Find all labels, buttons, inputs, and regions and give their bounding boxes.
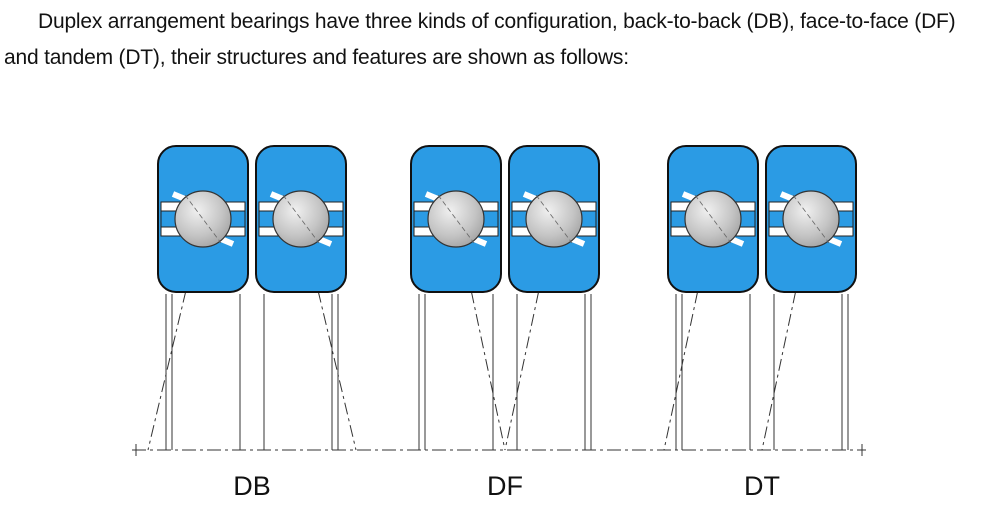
- label-df: DF: [487, 471, 523, 501]
- db-left-bearing: [158, 146, 248, 292]
- df-right-bearing: [509, 146, 599, 292]
- bearing-diagram-area: DB DF: [0, 115, 1000, 515]
- dt-right-bearing: [766, 146, 856, 292]
- description-line-2: and tandem (DT), their structures and fe…: [4, 46, 629, 69]
- dt-configuration: DT: [663, 146, 856, 501]
- description-line-1: Duplex arrangement bearings have three k…: [38, 10, 956, 33]
- df-shaft-lines: [418, 294, 592, 450]
- axis-centerline: [132, 444, 866, 456]
- db-shaft-lines: [165, 294, 339, 450]
- label-dt: DT: [744, 471, 780, 501]
- db-right-bearing: [256, 146, 346, 292]
- description-paragraph: Duplex arrangement bearings have three k…: [4, 4, 994, 76]
- df-configuration: DF: [411, 146, 599, 501]
- label-db: DB: [233, 471, 271, 501]
- db-configuration: DB: [147, 146, 357, 501]
- dt-shaft-lines: [675, 294, 849, 450]
- bearing-diagram-svg: DB DF: [132, 115, 866, 501]
- df-left-bearing: [411, 146, 501, 292]
- dt-left-bearing: [668, 146, 758, 292]
